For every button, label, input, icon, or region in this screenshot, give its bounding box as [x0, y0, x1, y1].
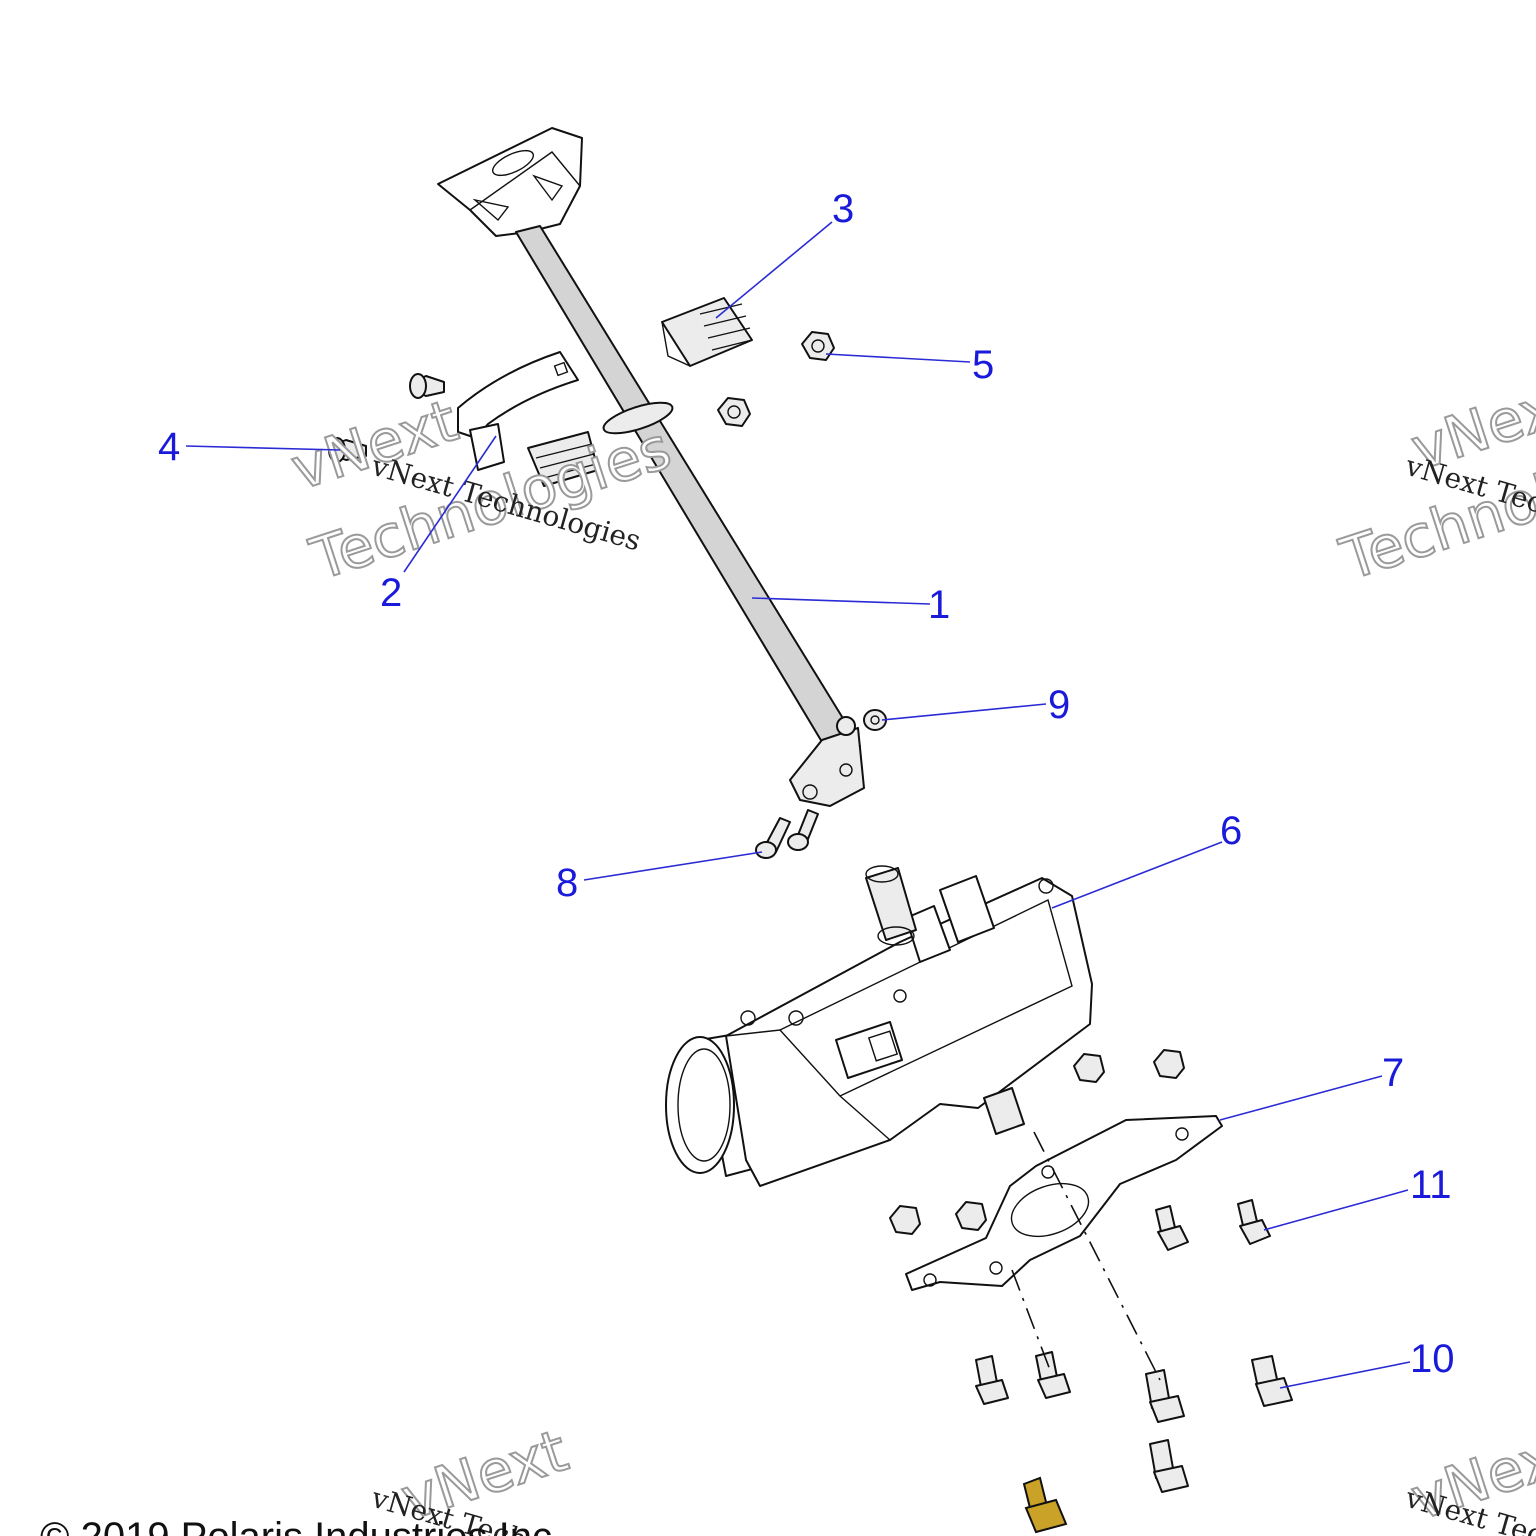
callout-5: 5 [972, 343, 994, 387]
part-3-isolator [661, 297, 753, 367]
part-10-bolt [975, 1351, 1293, 1493]
callouts: 1 2 3 4 5 6 7 8 9 10 11 [158, 187, 1455, 1381]
brass-fitting [1022, 1476, 1068, 1534]
callout-8: 8 [556, 861, 578, 905]
part-6-eps-unit [665, 865, 1093, 1187]
callout-11: 11 [1410, 1163, 1452, 1207]
centerline-left [1011, 1269, 1051, 1371]
copyright-notice: © 2019 Polaris Industries Inc. [40, 1515, 563, 1536]
callout-3: 3 [832, 187, 854, 231]
part-8-bolt [755, 809, 819, 859]
centerline-right [1033, 1131, 1161, 1381]
callout-7: 7 [1382, 1051, 1404, 1095]
plate-nut [889, 1049, 1185, 1235]
callout-1: 1 [928, 583, 950, 627]
part-5-nut [717, 331, 835, 427]
part-2-clamp [457, 351, 599, 487]
callout-2: 2 [380, 571, 402, 615]
callout-4: 4 [158, 425, 180, 469]
part-1-steering-column [437, 127, 865, 807]
part-7-mount-plate [905, 1115, 1223, 1291]
part-4-bolt [328, 373, 445, 463]
callout-6: 6 [1220, 809, 1242, 853]
callout-9: 9 [1048, 683, 1070, 727]
part-11-bolt [1155, 1199, 1271, 1251]
part-9-washer [836, 709, 887, 736]
callout-10: 10 [1410, 1337, 1455, 1381]
leader-lines [185, 221, 1411, 1389]
